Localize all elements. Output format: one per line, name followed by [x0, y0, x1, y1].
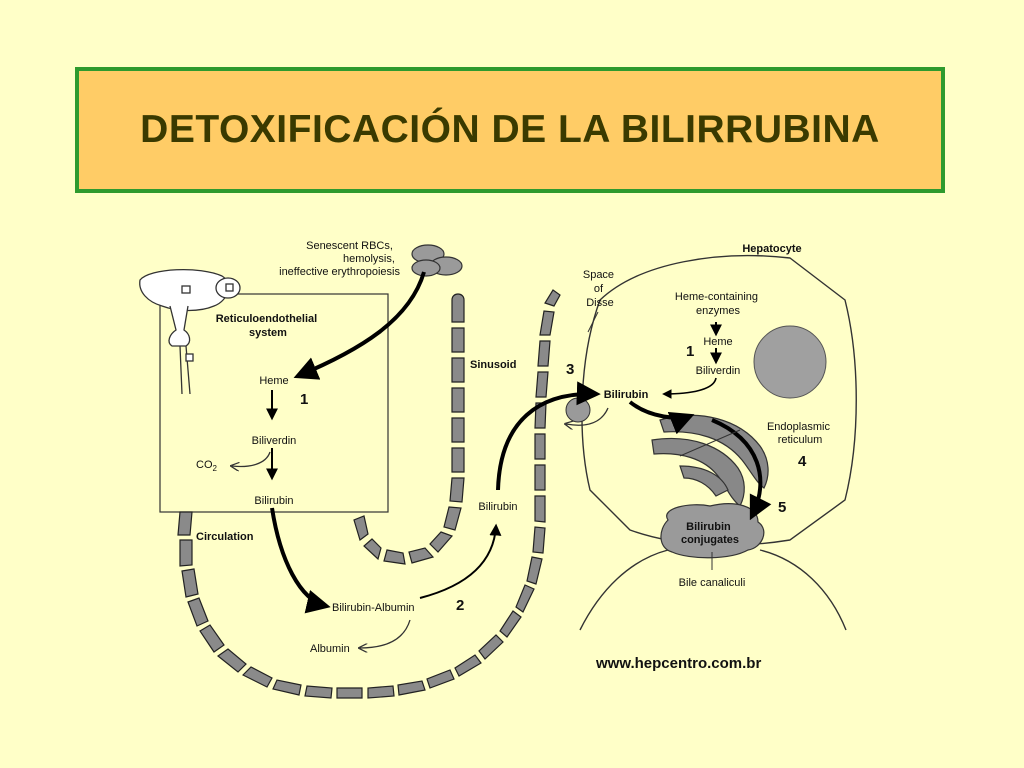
sinusoid-label: Sinusoid [470, 359, 516, 371]
senescent-label: Senescent RBCs, hemolysis, ineffective e… [279, 240, 400, 278]
conjugates-label: Bilirubin conjugates [681, 521, 739, 546]
disse-label-leader [587, 311, 599, 333]
step-3: 3 [566, 361, 574, 378]
step-4: 4 [798, 453, 807, 470]
circulation-vessel [177, 289, 561, 699]
bilirubin-albumin-label: Bilirubin-Albumin [332, 602, 415, 614]
organ-sketch-icon [139, 268, 241, 395]
arrow-to-co2 [232, 451, 271, 466]
biliverdin-right-label: Biliverdin [696, 365, 741, 377]
conjugates-blob-icon [660, 503, 765, 559]
circulation-label: Circulation [196, 531, 254, 543]
er-label: Endoplasmic reticulum [767, 421, 833, 446]
bilirubin-mid-label: Bilirubin [478, 501, 517, 513]
heme-enzymes-label: Heme-containing enzymes [675, 291, 761, 317]
arrow-biliverdin-to-bilirubin-right [662, 377, 717, 399]
title-box: DETOXIFICACIÓN DE LA BILIRRUBINA [75, 67, 945, 193]
hepatocyte-outline [581, 254, 857, 546]
arrow-er-to-conjugates [711, 418, 772, 521]
kupffer-cell-icon [565, 397, 591, 423]
bile-canaliculi-label: Bile canaliculi [679, 577, 746, 589]
heme-left-label: Heme [259, 375, 288, 387]
space-disse-label: Space of Disse [583, 269, 617, 309]
biliverdin-left-label: Biliverdin [252, 435, 297, 447]
arrow-mid-to-hepatocyte [496, 381, 601, 491]
albumin-label: Albumin [310, 643, 350, 655]
bilirubin-right-label: Bilirubin [604, 389, 649, 401]
er-label-leader [679, 429, 741, 457]
page-title: DETOXIFICACIÓN DE LA BILIRRUBINA [140, 108, 880, 151]
sinusoid-vessel [353, 293, 465, 565]
arrow-albumin-to-bilirubin-mid [419, 523, 502, 599]
arrow-back-to-space [566, 407, 609, 425]
rbc-cluster-icon [411, 244, 463, 277]
step-1-left: 1 [300, 391, 308, 408]
arrow-bilirubin-to-albumin [270, 507, 331, 614]
bilirubin-left-label: Bilirubin [254, 495, 293, 507]
nucleus-icon [753, 325, 827, 399]
lower-cell-outline [579, 549, 847, 631]
res-label: Reticuloendothelial system [216, 313, 321, 339]
co2-label: CO2 [196, 459, 218, 473]
endoplasmic-reticulum-icon [651, 414, 769, 507]
step-5: 5 [778, 499, 786, 516]
source-url: www.hepcentro.com.br [595, 655, 761, 672]
arrow-into-er [628, 400, 695, 435]
arrow-rbc-to-heme [293, 271, 426, 380]
heme-right-label: Heme [703, 336, 732, 348]
step-2: 2 [456, 597, 464, 614]
hepatocyte-label: Hepatocyte [742, 243, 801, 255]
arrow-to-albumin [360, 619, 411, 648]
step-1-right: 1 [686, 343, 694, 360]
